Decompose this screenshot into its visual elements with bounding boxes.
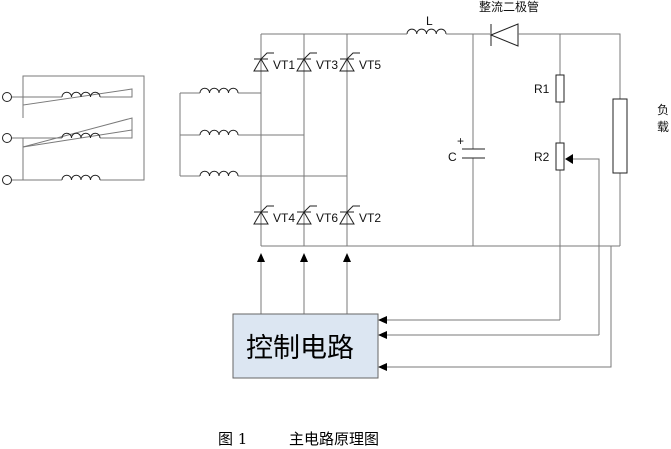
control-circuit-block [232,313,379,379]
bridge-wires [260,33,620,247]
capacitor-label: C [448,150,457,164]
rectifier-diode [489,23,621,246]
control-circuit-label: 控制电路 [246,333,354,364]
thyristor: VT6 [296,205,338,225]
inductor-coil [61,91,101,98]
gate-arrow-icons [257,253,351,262]
inductor-coil [199,129,239,136]
diode-label: 整流二极管 [479,0,539,14]
capacitor-polarity: + [457,134,464,148]
thyristor-label: VT6 [316,211,338,225]
thyristor-label: VT1 [273,58,295,72]
transformer-secondary [179,92,347,177]
feedback-lines [378,246,612,371]
thyristor: VT1 [253,52,295,72]
gate-signal-lines [257,253,351,314]
feedback-arrow-icons [378,316,387,371]
terminal-a [2,92,12,102]
r1-label: R1 [534,82,550,96]
thyristor-label: VT3 [316,58,338,72]
figure-title: 主电路原理图 [289,430,379,448]
resistor-r1 [555,74,565,103]
inductor-coil [61,174,101,181]
inductor-coil [61,132,101,139]
thyristor: VT2 [339,205,381,225]
resistor-r2 [555,142,565,171]
thyristor: VT4 [253,205,295,225]
thyristor-label: VT4 [273,211,295,225]
inductor-coil [199,170,239,177]
transformer-primary [2,75,145,185]
inductor-coils [61,28,447,181]
figure-number: 图 1 [218,430,247,448]
voltage-divider [555,34,600,335]
load-label-1: 负 [657,103,669,117]
terminal-c [2,175,12,185]
terminal-b [2,133,12,143]
thyristor-label: VT2 [359,211,381,225]
load-label-2: 载 [657,120,669,134]
capacitor [462,34,485,246]
thyristor-label: VT5 [359,58,381,72]
r2-label: R2 [534,150,550,164]
inductor-coil [406,28,447,35]
thyristor: VT5 [339,52,381,72]
thyristor: VT3 [296,52,338,72]
wiper-arrow-icon [565,154,573,164]
load-resistor [612,98,628,174]
inductor-coil [199,87,239,94]
inductor-label: L [426,14,433,28]
